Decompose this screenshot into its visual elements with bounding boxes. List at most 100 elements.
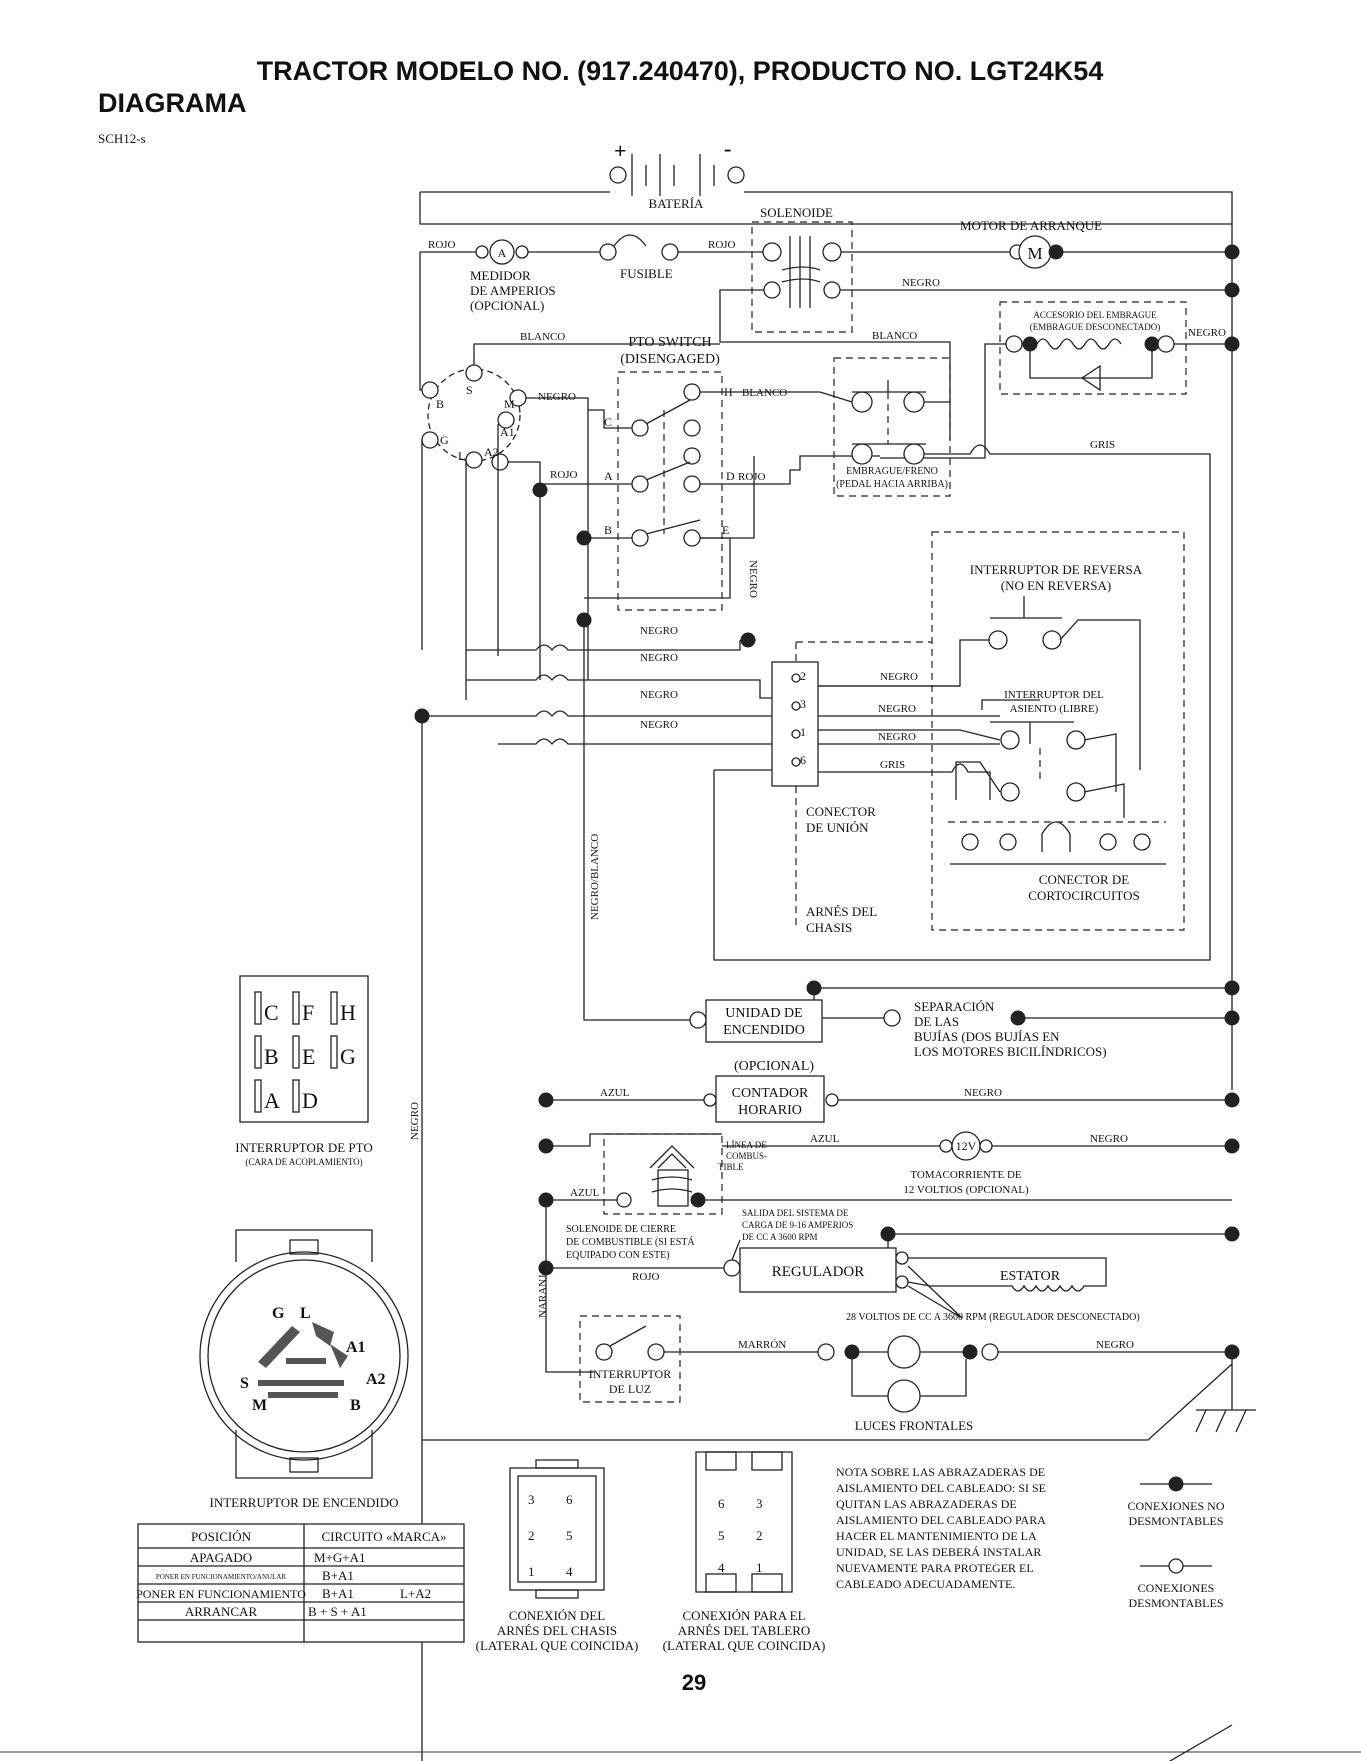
starter-motor: M MOTOR DE ARRANQUE [841, 218, 1240, 269]
wire-label-negro-c2: NEGRO [880, 671, 918, 683]
wire-label-blanco-sol: BLANCO [872, 330, 917, 342]
dash-cap-1: CONEXIÓN PARA EL [682, 1608, 805, 1623]
pto-switch: PTO SWITCH (DISENGAGED) H C A D B E ROJO… [540, 335, 880, 611]
dash-cap-2: ARNÉS DEL TABLERO [678, 1623, 811, 1638]
ignition-face-title: INTERRUPTOR DE ENCENDIDO [210, 1495, 399, 1510]
wire-label-negro-left: NEGRO [409, 1102, 421, 1140]
wire-label-rojo-pto: ROJO [738, 471, 766, 483]
battery: + - BATERÍA [419, 136, 1233, 1090]
ground-symbol [1195, 1359, 1256, 1433]
fuel-line-2: COMBUS- [726, 1151, 767, 1161]
wire-label-azul-12v: AZUL [810, 1133, 840, 1145]
ignition-switch: B S M G L A1 A2 [421, 364, 527, 471]
ign-table-r3c3: L+A2 [400, 1586, 431, 1601]
wire-label-gris-top: GRIS [1090, 439, 1115, 451]
clutch-label-1: ACCESORIO DEL EMBRAGUE [1033, 310, 1157, 320]
pto-term-e: E [722, 523, 729, 537]
light-switch-label-1: INTERRUPTOR [589, 1367, 671, 1381]
ign-table-r3c2: B+A1 [322, 1586, 354, 1601]
outlet-label-1: TOMACORRIENTE DE [910, 1169, 1022, 1181]
union-label-1: CONECTOR [806, 804, 876, 819]
pto-face-label-1: INTERRUPTOR DE PTO [235, 1140, 372, 1155]
wire-label-azul-hm: AZUL [600, 1087, 630, 1099]
wire-label-blanco-pto: BLANCO [742, 387, 787, 399]
pto-label-2: (DISENGAGED) [620, 352, 720, 367]
legend-fixed-2: DESMONTABLES [1128, 1514, 1223, 1528]
pto-face-label-2: (CARA DE ACOPLAMIENTO) [245, 1157, 362, 1167]
pto-face-d: D [302, 1088, 318, 1113]
chassis-connector: 3 6 2 5 1 4 CONEXIÓN DEL ARNÉS DEL CHASI… [476, 1459, 638, 1653]
harness-label-1: ARNÉS DEL [806, 904, 877, 919]
union-connector: 2 3 1 6 NEGRO NEGRO NEGRO GRIS CONECTOR … [771, 641, 1000, 935]
wire-label-negro-hm: NEGRO [964, 1087, 1002, 1099]
pin-6: 6 [800, 753, 806, 767]
dash-pin-6: 6 [718, 1496, 725, 1511]
pin-2: 2 [800, 669, 806, 683]
outlet-12v: AZUL 12V NEGRO TOMACORRIENTE DE 12 VOLTI… [722, 1131, 1240, 1196]
clutch-brake-switch: EMBRAGUE/FRENO (PEDAL HACIA ARRIBA) GRIS [819, 357, 1211, 955]
pto-term-d: D [726, 469, 735, 483]
harness-label-2: CHASIS [806, 920, 852, 935]
note-line-4: AISLAMIENTO DEL CABLEADO PARA [836, 1513, 1046, 1527]
dash-cap-3: (LATERAL QUE COINCIDA) [663, 1638, 826, 1653]
spark-label-2: DE LAS [914, 1014, 959, 1029]
fuse: FUSIBLE ROJO [528, 234, 763, 281]
legend: CONEXIONES NO DESMONTABLES CONEXIONES DE… [1128, 1476, 1225, 1610]
ign-table-r4c2: B + S + A1 [308, 1604, 367, 1619]
dash-pin-1: 1 [756, 1560, 763, 1575]
clutch-brake-label-2: (PEDAL HACIA ARRIBA) [836, 479, 948, 490]
wire-label-negro-blanco: NEGRO/BLANCO [589, 834, 601, 920]
legend-removable-1: CONEXIONES [1138, 1581, 1215, 1595]
battery-plus: + [614, 138, 627, 163]
note-line-2: AISLAMIENTO DEL CABLEADO: SI SE [836, 1481, 1046, 1495]
ign-table-h1: POSICIÓN [191, 1529, 252, 1544]
motor-symbol: M [1027, 244, 1042, 263]
chassis-harness-outline [931, 531, 1185, 931]
ammeter-label-2: DE AMPERIOS [470, 283, 556, 298]
outlet-12v-symbol: 12V [956, 1139, 977, 1153]
outlet-label-2: 12 VOLTIOS (OPCIONAL) [903, 1184, 1029, 1196]
schematic-code: SCH12-s [98, 131, 146, 146]
pto-face-e: E [302, 1044, 315, 1069]
wire-label-marron: MARRÓN [738, 1339, 786, 1351]
v28-label: 28 VOLTIOS DE CC A 3600 RPM (REGULADOR D… [846, 1312, 1140, 1323]
ign-face-g: G [272, 1305, 285, 1322]
fuel-sol-label-1: SOLENOIDE DE CIERRE [566, 1224, 676, 1235]
wire-label-negro-b2: NEGRO [640, 652, 678, 664]
headlights: NEGRO LUCES FRONTALES [817, 1335, 1240, 1433]
ign-table-r4c1: ARRANCAR [185, 1604, 258, 1619]
dash-pin-4: 4 [718, 1560, 725, 1575]
chassis-cap-2: ARNÉS DEL CHASIS [497, 1623, 617, 1638]
dash-connector: 6 3 5 2 4 1 CONEXIÓN PARA EL ARNÉS DEL T… [663, 1451, 826, 1653]
ign-face-a1: A1 [346, 1339, 366, 1356]
note-line-3: QUITAN LAS ABRAZADERAS DE [836, 1497, 1017, 1511]
seat-label-2: ASIENTO (LIBRE) [1010, 703, 1099, 715]
hour-opcional: (OPCIONAL) [734, 1059, 814, 1074]
dash-pin-3: 3 [756, 1496, 763, 1511]
charge-label-1: SALIDA DEL SISTEMA DE [742, 1208, 849, 1218]
hour-meter: (OPCIONAL) CONTADOR HORARIO AZUL NEGRO [538, 1059, 1240, 1123]
wire-label-blanco-ign: BLANCO [520, 331, 565, 343]
pto-face-h: H [340, 1000, 356, 1025]
ign-table-r3c1: PONER EN FUNCIONAMIENTO [136, 1587, 306, 1601]
ign-term-m: M [504, 397, 515, 411]
wire-label-negro-lights: NEGRO [1096, 1339, 1134, 1351]
fuel-line-1: LÍNEA DE [726, 1140, 767, 1150]
fuel-sol-label-3: EQUIPADO CON ESTE) [566, 1250, 670, 1261]
wire-label-azul-fs: AZUL [570, 1187, 600, 1199]
wire-label-negro-acc: NEGRO [1188, 327, 1226, 339]
charge-label-3: DE CC A 3600 RPM [742, 1232, 818, 1242]
chassis-pin-1: 1 [528, 1564, 535, 1579]
ign-term-s: S [466, 383, 473, 397]
ign-face-a2: A2 [366, 1371, 386, 1388]
pin-3: 3 [800, 697, 806, 711]
ign-table-r1c1: APAGADO [190, 1550, 252, 1565]
short-connector: CONECTOR DE CORTOCIRCUITOS [948, 821, 1166, 903]
chassis-pin-2: 2 [528, 1528, 535, 1543]
wire-label-rojo-1: ROJO [428, 239, 456, 251]
legend-removable-2: DESMONTABLES [1128, 1596, 1223, 1610]
wire-label-negro-c1: NEGRO [878, 731, 916, 743]
ign-face-m: M [252, 1397, 267, 1414]
battery-label: BATERÍA [649, 196, 705, 211]
